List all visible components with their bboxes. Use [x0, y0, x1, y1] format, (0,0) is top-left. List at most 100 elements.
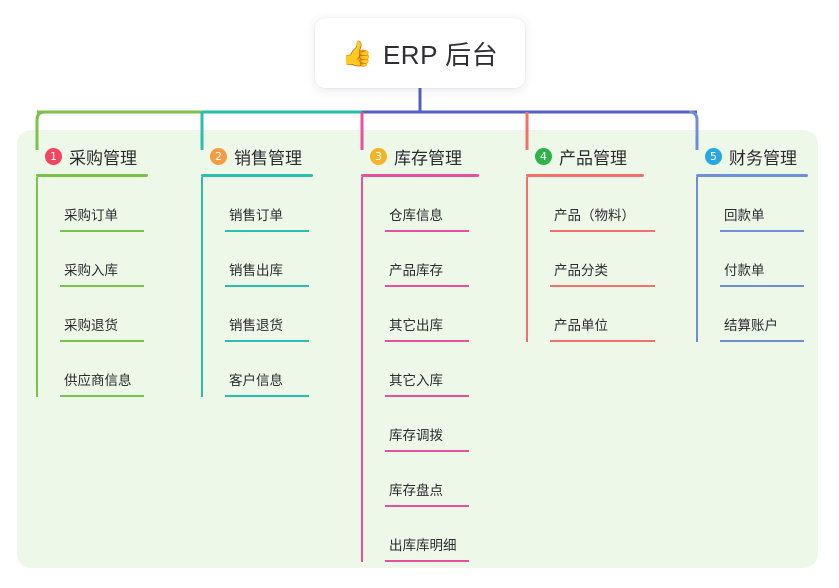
branch-item-underline [225, 285, 309, 287]
branch-spine-1 [36, 177, 38, 397]
branch-header-1[interactable]: 1 采购管理 [36, 144, 191, 168]
branch-item-label: 产品库存 [389, 263, 443, 278]
branch-badge-5: 5 [705, 147, 722, 165]
branch-item-underline [385, 560, 469, 562]
branch-title-1: 采购管理 [69, 148, 137, 168]
branch-column-3: 3 库存管理仓库信息产品库存其它出库其它入库库存调拨库存盘点出库库明细 [361, 144, 516, 562]
branch-underline-3 [361, 174, 479, 177]
branch-item[interactable]: 客户信息 [201, 342, 356, 397]
branch-item[interactable]: 采购入库 [36, 232, 191, 287]
branch-item-label: 采购退货 [64, 318, 118, 333]
root-title: ERP 后台 [382, 39, 499, 70]
branch-item-underline [60, 230, 144, 232]
branch-header-4[interactable]: 4 产品管理 [526, 144, 686, 168]
branch-item-underline [720, 230, 804, 232]
branch-item-label: 库存盘点 [389, 483, 443, 498]
branch-item[interactable]: 产品（物料） [526, 177, 686, 232]
branch-column-4: 4 产品管理产品（物料） 产品分类产品单位 [526, 144, 686, 342]
branch-item-label: 客户信息 [229, 373, 283, 388]
branch-item[interactable]: 付款单 [696, 232, 821, 287]
branch-item-underline [225, 340, 309, 342]
branch-column-1: 1 采购管理采购订单采购入库采购退货供应商信息 [36, 144, 191, 397]
branch-item-underline [60, 285, 144, 287]
branch-underline-2 [201, 174, 313, 177]
branch-item-label: 回款单 [724, 208, 765, 223]
branch-spine-2 [201, 177, 203, 397]
branch-items-3: 仓库信息产品库存其它出库其它入库库存调拨库存盘点出库库明细 [361, 177, 516, 562]
branch-item-label: 供应商信息 [64, 373, 132, 388]
branch-item-underline [60, 340, 144, 342]
branch-item[interactable]: 库存调拨 [361, 397, 516, 452]
branch-item[interactable]: 采购订单 [36, 177, 191, 232]
branch-item-underline [385, 285, 469, 287]
branch-item-label: 其它入库 [389, 373, 443, 388]
branch-item[interactable]: 销售退货 [201, 287, 356, 342]
branch-title-2: 销售管理 [234, 148, 302, 168]
branch-item-underline [385, 340, 469, 342]
branch-item-underline [385, 450, 469, 452]
branch-item[interactable]: 回款单 [696, 177, 821, 232]
branch-item-label: 其它出库 [389, 318, 443, 333]
branch-badge-1: 1 [45, 147, 62, 165]
branch-item-label: 产品单位 [554, 318, 608, 333]
branch-item-underline [385, 395, 469, 397]
branch-underline-5 [696, 174, 808, 177]
branch-item[interactable]: 供应商信息 [36, 342, 191, 397]
branch-item[interactable]: 销售出库 [201, 232, 356, 287]
branch-item-underline [550, 340, 655, 342]
branch-badge-3: 3 [370, 147, 387, 165]
branch-title-5: 财务管理 [729, 148, 797, 168]
branch-item[interactable]: 仓库信息 [361, 177, 516, 232]
branch-item[interactable]: 销售订单 [201, 177, 356, 232]
branch-item-underline [225, 230, 309, 232]
branch-header-5[interactable]: 5 财务管理 [696, 144, 821, 168]
branch-item[interactable]: 库存盘点 [361, 452, 516, 507]
thumbs-up-icon: 👍 [341, 38, 373, 68]
branch-items-5: 回款单付款单结算账户 [696, 177, 821, 342]
branch-title-4: 产品管理 [559, 148, 627, 168]
branch-underline-1 [36, 174, 148, 177]
branch-item[interactable]: 出库库明细 [361, 507, 516, 562]
branch-item-label: 库存调拨 [389, 428, 443, 443]
branch-item[interactable]: 采购退货 [36, 287, 191, 342]
branch-item-underline [385, 230, 469, 232]
branch-item[interactable]: 产品库存 [361, 232, 516, 287]
branch-item-underline [385, 505, 469, 507]
branch-items-2: 销售订单销售出库销售退货客户信息 [201, 177, 356, 397]
branch-item-label: 产品（物料） [554, 208, 635, 223]
branch-item-label: 结算账户 [724, 318, 778, 333]
branch-item[interactable]: 结算账户 [696, 287, 821, 342]
branch-item-underline [225, 395, 309, 397]
branch-header-3[interactable]: 3 库存管理 [361, 144, 516, 168]
branch-item-underline [550, 285, 655, 287]
branch-item-label: 销售出库 [229, 263, 283, 278]
branch-item-underline [60, 395, 144, 397]
branch-items-1: 采购订单采购入库采购退货供应商信息 [36, 177, 191, 397]
branch-item[interactable]: 产品分类 [526, 232, 686, 287]
branch-item[interactable]: 其它入库 [361, 342, 516, 397]
branch-item-label: 销售订单 [229, 208, 283, 223]
branch-badge-2: 2 [210, 147, 227, 165]
branch-spine-5 [696, 177, 698, 342]
branch-header-2[interactable]: 2 销售管理 [201, 144, 356, 168]
branch-item[interactable]: 其它出库 [361, 287, 516, 342]
branch-item-label: 产品分类 [554, 263, 608, 278]
branch-item-label: 销售退货 [229, 318, 283, 333]
branch-badge-4: 4 [535, 147, 552, 165]
branch-item-label: 付款单 [724, 263, 765, 278]
root-node[interactable]: 👍 ERP 后台 [315, 18, 525, 88]
branch-column-5: 5 财务管理回款单付款单结算账户 [696, 144, 821, 342]
branch-title-3: 库存管理 [394, 148, 462, 168]
branch-item[interactable]: 产品单位 [526, 287, 686, 342]
branch-items-4: 产品（物料） 产品分类产品单位 [526, 177, 686, 342]
branch-item-label: 仓库信息 [389, 208, 443, 223]
branch-item-label: 出库库明细 [389, 538, 457, 553]
branch-spine-3 [361, 177, 363, 562]
branch-item-underline [550, 230, 655, 232]
branch-item-label: 采购入库 [64, 263, 118, 278]
branch-item-underline [720, 340, 804, 342]
branch-item-underline [720, 285, 804, 287]
branch-item-label: 采购订单 [64, 208, 118, 223]
branch-spine-4 [526, 177, 528, 342]
